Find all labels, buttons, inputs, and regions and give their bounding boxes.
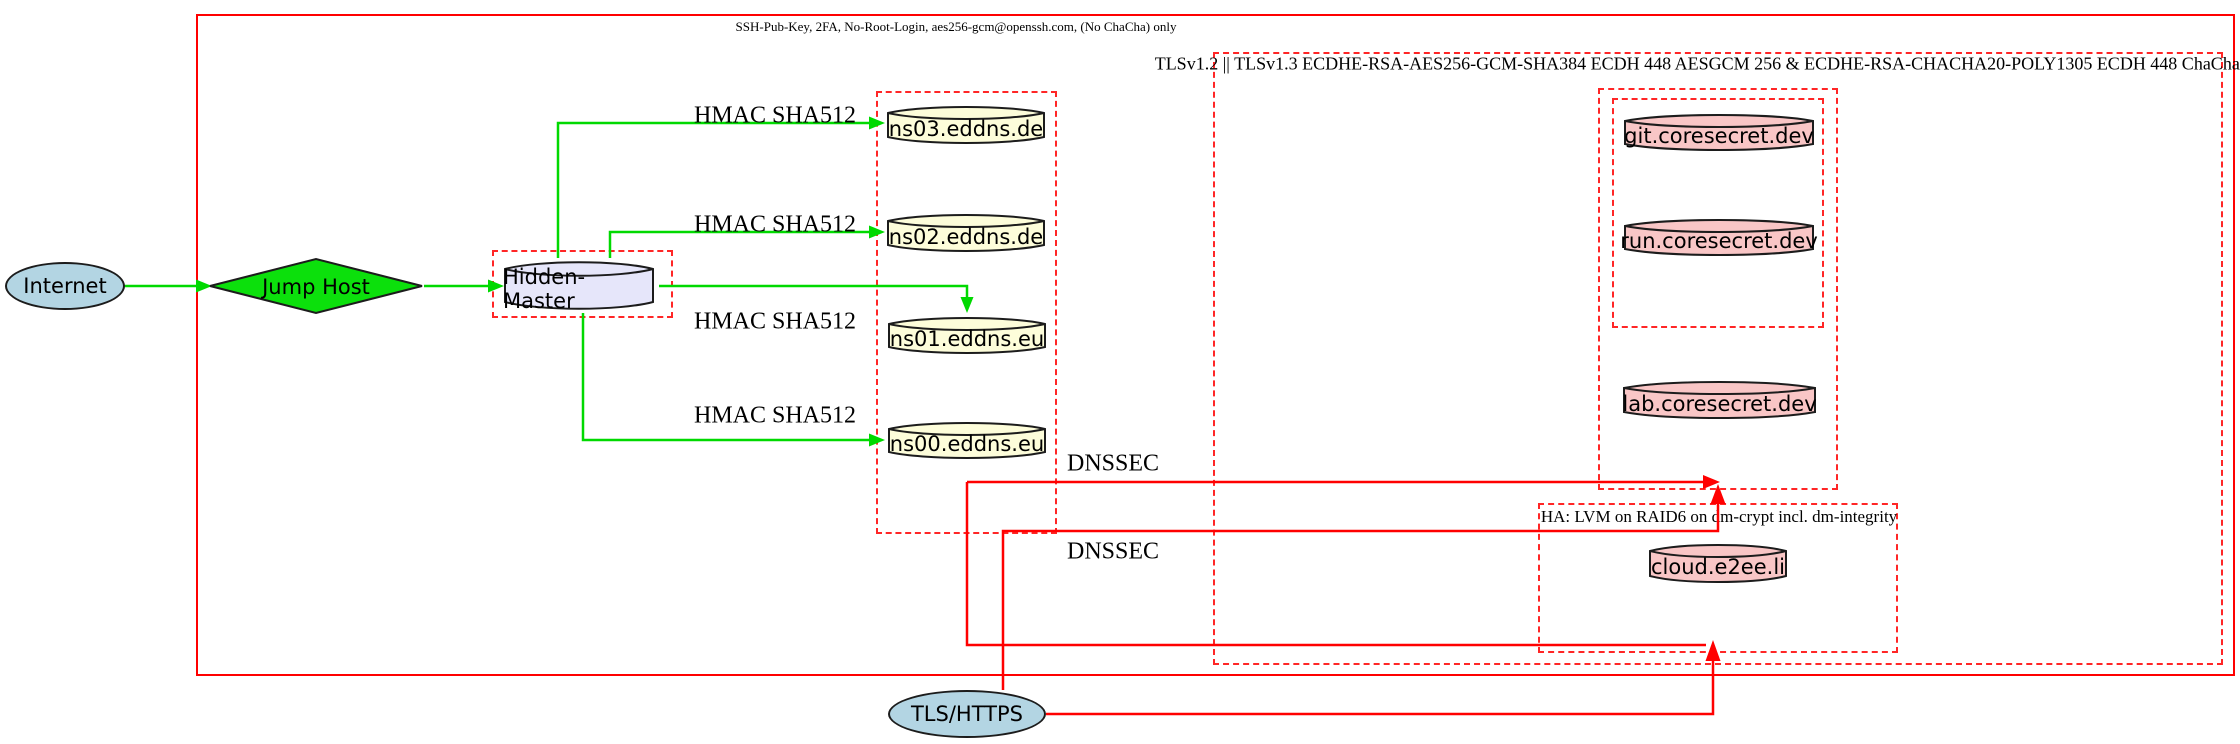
node-ns03-label: ns03.eddns.de [888,116,1044,141]
node-lab-coresecret: lab.coresecret.dev [1622,377,1817,423]
cylinder-shape [887,106,1045,144]
node-ns01: ns01.eddns.eu [887,313,1047,358]
cylinder-shape [888,422,1046,459]
node-cloud-e2ee: cloud.e2ee.li [1648,540,1788,587]
cluster-ssh-label: SSH-Pub-Key, 2FA, No-Root-Login, aes256-… [735,19,1177,34]
node-ns02-label: ns02.eddns.de [888,224,1044,249]
edge-label-dnssec-top: DNSSEC [1066,450,1160,477]
node-git-label: git.coresecret.dev [1624,124,1814,148]
node-tls-https: TLS/HTTPS [888,690,1046,738]
node-internet-label: Internet [23,274,107,298]
cluster-ha-label: HA: LVM on RAID6 on dm-crypt incl. dm-in… [1540,507,1898,526]
node-run-coresecret: run.coresecret.dev [1620,215,1818,260]
node-run-label: run.coresecret.dev [1620,229,1818,253]
node-git-coresecret: git.coresecret.dev [1623,110,1815,155]
cylinder-shape [1624,114,1814,151]
node-ns03: ns03.eddns.de [886,102,1046,148]
cylinder-shape [1624,219,1814,256]
cylinder-shape [888,317,1046,354]
node-hidden-master: Hidden-Master [503,256,655,315]
edge-label-hmac-ns02: HMAC SHA512 [693,211,857,238]
node-ns02: ns02.eddns.de [886,210,1046,256]
node-internet: Internet [5,262,125,310]
cluster-gitrun-box [1612,98,1824,328]
cylinder-shape [1623,381,1816,419]
edge-label-hmac-ns03: HMAC SHA512 [693,102,857,129]
edge-label-hmac-ns00: HMAC SHA512 [693,402,857,429]
node-cloud-label: cloud.e2ee.li [1650,555,1785,579]
node-tls-https-label: TLS/HTTPS [910,702,1023,726]
node-hidden-master-label: Hidden-Master [503,265,586,313]
cylinder-shape [504,261,654,310]
cylinder-shape [887,214,1045,252]
node-ns01-label: ns01.eddns.eu [889,327,1045,351]
cluster-tls-label: TLSv1.2 || TLSv1.3 ECDHE-RSA-AES256-GCM-… [1154,53,2240,74]
node-lab-label: lab.coresecret.dev [1622,391,1817,416]
edge-label-hmac-ns01: HMAC SHA512 [693,308,857,335]
edge-label-dnssec-bottom: DNSSEC [1066,538,1160,565]
node-ns00-label: ns00.eddns.eu [889,432,1045,456]
node-ns00: ns00.eddns.eu [887,418,1047,463]
cylinder-shape [1649,544,1787,583]
node-jump-host-label: Jump Host [262,275,370,299]
